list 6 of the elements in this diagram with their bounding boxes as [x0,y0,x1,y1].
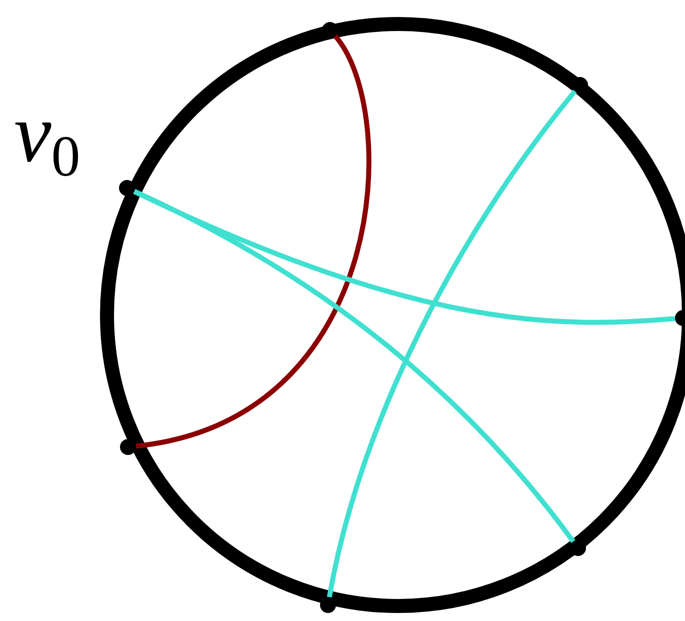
chord-line [133,189,576,544]
vertex-label: v$_{0}$ [14,92,80,186]
vertex-dot [120,439,136,455]
vertex-dot [119,180,135,196]
chord-line [326,90,577,598]
chord-line [135,34,372,449]
